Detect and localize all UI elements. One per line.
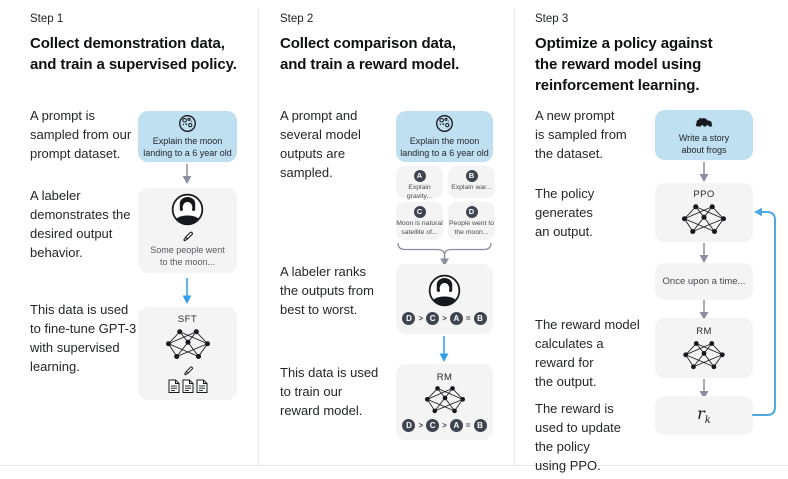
- rm-model-label: RM: [436, 372, 453, 383]
- step1-label: Step 1: [30, 13, 64, 25]
- ppo-model-label: PPO: [693, 189, 715, 200]
- column-divider: [514, 8, 515, 466]
- step3-caption-update: The reward is used to update the policy …: [535, 401, 622, 473]
- moon-icon: [179, 115, 196, 132]
- step3-prompt-card: Write a story about frogs: [655, 110, 753, 160]
- feedback-loop-arrow-icon: [752, 207, 776, 416]
- down-arrow-icon: [698, 300, 710, 318]
- step3-reward-value-card: rk: [655, 396, 753, 435]
- output-card-d: D People went to the moon...: [448, 202, 495, 240]
- step3-caption-policy: The policy generates an output.: [535, 186, 595, 239]
- rank-separator: >: [418, 313, 424, 323]
- rank-separator: >: [442, 421, 447, 430]
- output-letter-badge: A: [413, 170, 426, 182]
- rank-badge: D: [402, 419, 416, 432]
- step3-output-card: Once upon a time...: [655, 263, 753, 300]
- step2-label: Step 2: [280, 13, 314, 25]
- network-icon: [164, 328, 211, 359]
- step3-caption-prompt: A new prompt is sampled from the dataset…: [535, 108, 627, 161]
- moon-icon: [436, 115, 453, 132]
- step3-rm-card: RM: [655, 318, 753, 378]
- output-text: Explain gravity...: [406, 184, 433, 200]
- output-text: Moon is natural satellite of...: [396, 220, 443, 236]
- column-divider: [258, 8, 259, 466]
- step1-caption-prompt: A prompt is sampled from our prompt data…: [30, 108, 132, 161]
- down-arrow-icon: [181, 164, 193, 184]
- step1-prompt-card: Explain the moon landing to a 6 year old: [138, 111, 237, 162]
- down-arrow-icon: [438, 336, 450, 362]
- step2-prompt-text: Explain the moon landing to a 6 year old: [400, 136, 489, 158]
- frog-icon: [695, 117, 713, 126]
- rank-badge: A: [449, 311, 463, 325]
- step3-output-text: Once upon a time...: [662, 275, 746, 287]
- network-icon: [681, 203, 727, 235]
- step1-sft-card: SFT: [138, 307, 237, 400]
- pencil-icon: [183, 365, 193, 375]
- network-icon: [424, 385, 465, 414]
- rank-badge: C: [426, 311, 440, 325]
- labeler-avatar-icon: [171, 193, 204, 226]
- rank-badge: B: [473, 419, 487, 432]
- output-card-a: A Explain gravity...: [396, 166, 443, 200]
- step2-heading: Collect comparison data, and train a rew…: [280, 35, 460, 73]
- output-text: People went to the moon...: [449, 220, 494, 236]
- rank-badge: D: [402, 311, 416, 325]
- down-arrow-icon: [698, 243, 710, 263]
- down-arrow-icon: [698, 379, 710, 396]
- step3-ppo-card: PPO: [655, 183, 753, 242]
- output-letter-badge: B: [465, 170, 478, 182]
- sft-model-label: SFT: [177, 313, 198, 325]
- step1-heading: Collect demonstration data, and train a …: [30, 35, 237, 73]
- down-arrow-icon: [698, 162, 710, 182]
- rank-badge: C: [426, 419, 440, 432]
- reward-value: rk: [697, 404, 711, 427]
- step2-caption-train: This data is used to train our reward mo…: [280, 365, 379, 418]
- rank-badge: B: [473, 311, 487, 325]
- output-letter-badge: D: [465, 206, 478, 218]
- step1-labeler-card: Some people went to the moon...: [138, 188, 237, 273]
- output-letter-badge: C: [413, 206, 426, 218]
- step2-caption-prompt: A prompt and several model outputs are s…: [280, 108, 361, 180]
- output-card-c: C Moon is natural satellite of...: [396, 202, 443, 240]
- rank-separator: =: [465, 421, 471, 430]
- ranking-row: D > C > A = B: [402, 419, 487, 432]
- step2-prompt-card: Explain the moon landing to a 6 year old: [396, 111, 493, 162]
- rank-separator: =: [465, 313, 471, 323]
- ranking-row: D > C > A = B: [402, 311, 487, 325]
- documents-icon: [168, 379, 207, 393]
- rank-badge: A: [449, 419, 463, 432]
- step2-labeler-card: D > C > A = B: [396, 264, 493, 334]
- bottom-divider: [0, 465, 788, 466]
- network-icon: [682, 340, 726, 370]
- step1-prompt-text: Explain the moon landing to a 6 year old: [143, 136, 232, 158]
- step1-caption-labeler: A labeler demonstrates the desired outpu…: [30, 188, 131, 260]
- rm-model-label: RM: [696, 325, 712, 337]
- step1-demo-text: Some people went to the moon...: [150, 245, 225, 267]
- labeler-avatar-icon: [428, 274, 461, 307]
- step3-label: Step 3: [535, 13, 569, 25]
- step3-prompt-text: Write a story about frogs: [678, 132, 730, 155]
- rank-separator: >: [418, 421, 424, 430]
- output-card-b: B Explain war...: [448, 166, 495, 198]
- step1-caption-finetune: This data is used to fine-tune GPT-3 wit…: [30, 302, 137, 374]
- step3-heading: Optimize a policy against the reward mod…: [535, 35, 713, 94]
- step2-caption-rank: A labeler ranks the outputs from best to…: [280, 264, 374, 317]
- step2-rm-card: RM D > C > A = B: [396, 364, 493, 440]
- curly-brace-icon: [397, 242, 492, 266]
- step3-caption-reward: The reward model calculates a reward for…: [535, 317, 640, 389]
- pencil-icon: [183, 231, 194, 242]
- rank-separator: >: [442, 313, 447, 323]
- output-text: Explain war...: [451, 184, 492, 191]
- down-arrow-icon: [181, 278, 193, 304]
